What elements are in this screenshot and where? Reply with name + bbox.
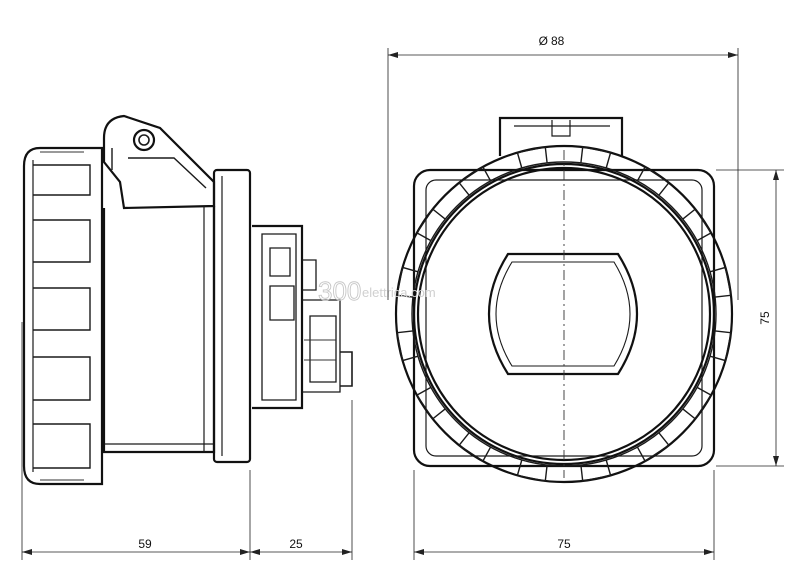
side-flange: [212, 168, 252, 464]
ring-notch: [580, 459, 612, 482]
side-rear-box: [252, 224, 353, 410]
dimension-width-front: 75: [413, 470, 715, 560]
ring-notch: [516, 146, 548, 169]
dimension-width-side: 59: [21, 322, 251, 560]
dimension-diameter: Ø 88: [387, 34, 739, 300]
ring-notch: [516, 459, 548, 482]
diameter-symbol: Ø: [539, 34, 548, 48]
ring-notch: [580, 146, 612, 169]
height-front-value: 75: [758, 311, 772, 325]
front-outer-ring: [394, 144, 734, 484]
side-lid-hinge: [102, 114, 216, 210]
ring-notch: [458, 432, 492, 463]
side-cap: [22, 146, 104, 486]
ring-notch: [682, 208, 713, 242]
width-side-value: 59: [138, 537, 152, 551]
ring-notch: [396, 266, 419, 298]
side-body: [102, 206, 216, 454]
ring-notch: [396, 330, 419, 362]
ring-notch: [636, 165, 670, 196]
dimension-depth-rear: 25: [250, 400, 353, 560]
front-lid-window: [487, 252, 639, 376]
ring-notch: [458, 165, 492, 196]
ring-notch: [415, 208, 446, 242]
ring-notch: [709, 330, 732, 362]
front-hinge: [498, 116, 624, 156]
ring-notch: [682, 386, 713, 420]
side-view: [22, 114, 353, 486]
watermark-secondary: elettrica.com: [362, 285, 436, 300]
ring-notch: [415, 386, 446, 420]
diameter-value: 88: [551, 34, 565, 48]
watermark: 300 elettrica.com: [318, 276, 436, 307]
watermark-primary: 300: [318, 276, 361, 306]
width-front-value: 75: [557, 537, 571, 551]
front-view: [394, 116, 734, 484]
dimension-height-front: 75: [716, 169, 784, 467]
ring-notch: [709, 266, 732, 298]
depth-rear-value: 25: [289, 537, 303, 551]
ring-notch: [636, 432, 670, 463]
